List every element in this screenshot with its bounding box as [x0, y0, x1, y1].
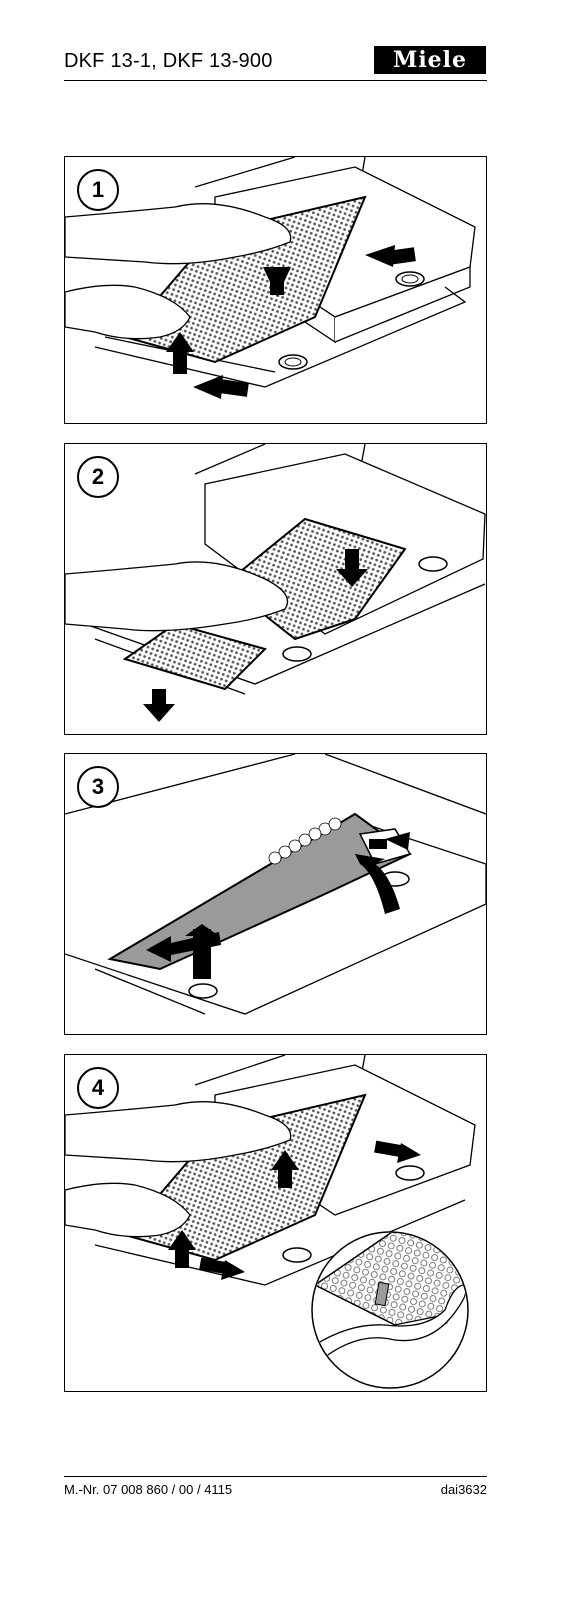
step-4-illustration — [65, 1055, 476, 1389]
step-3-panel: 3 — [64, 753, 487, 1035]
step-number-badge: 1 — [77, 169, 119, 211]
footer-divider — [64, 1476, 487, 1477]
step-1-illustration — [65, 157, 476, 399]
model-title: DKF 13-1, DKF 13-900 — [64, 50, 273, 72]
step-number-badge: 3 — [77, 766, 119, 808]
image-code: dai3632 — [440, 1482, 487, 1497]
step-number-badge: 2 — [77, 456, 119, 498]
step-3-illustration — [65, 754, 486, 1015]
step-4-panel: 4 — [64, 1054, 487, 1392]
header-divider — [64, 80, 487, 81]
step-1-panel: 1 — [64, 156, 487, 424]
miele-logo: Miele — [374, 46, 486, 74]
step-number-badge: 4 — [77, 1067, 119, 1109]
step-2-panel: 2 — [64, 443, 487, 735]
document-number: M.-Nr. 07 008 860 / 00 / 4115 — [64, 1482, 233, 1497]
step-2-illustration — [65, 444, 486, 722]
